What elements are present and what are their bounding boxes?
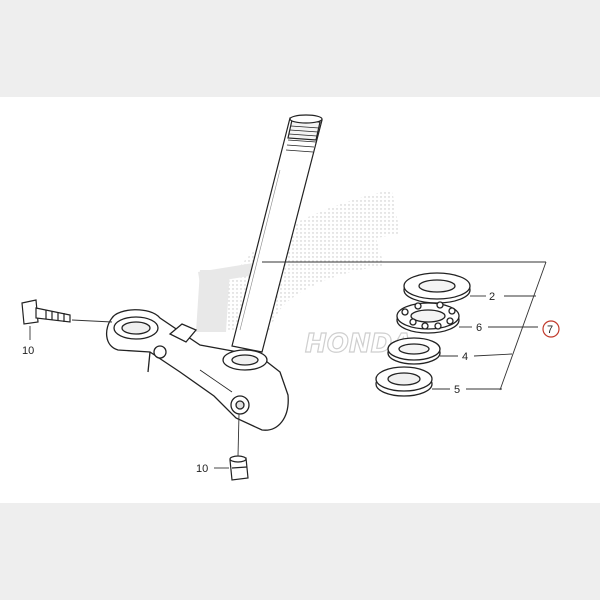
exploded-view-svg: HONDA [21,114,560,481]
parts-diagram: HONDA [0,97,600,503]
callout-10-left[interactable]: 10 [22,345,34,357]
lower-bracket [106,309,289,431]
pinch-bolt-left [21,299,71,325]
callout-6[interactable]: 6 [476,322,482,334]
honda-wing-watermark [196,190,400,332]
callout-7-highlight-ring [542,320,560,338]
bearing-race-part [387,337,441,365]
steering-stem [231,114,323,353]
leader-lines [29,261,547,469]
callout-4[interactable]: 4 [462,351,468,363]
ball-bearing-part [396,301,460,334]
top-gray-band [0,0,600,97]
lower-seal-part [375,366,433,397]
callout-2[interactable]: 2 [489,291,495,303]
callout-7[interactable]: 7 [547,324,553,336]
dust-seal-part [403,272,471,304]
pinch-bolt-bottom [229,455,249,481]
callout-10-bottom[interactable]: 10 [196,463,208,475]
bottom-gray-band [0,503,600,600]
callout-5[interactable]: 5 [454,384,460,396]
